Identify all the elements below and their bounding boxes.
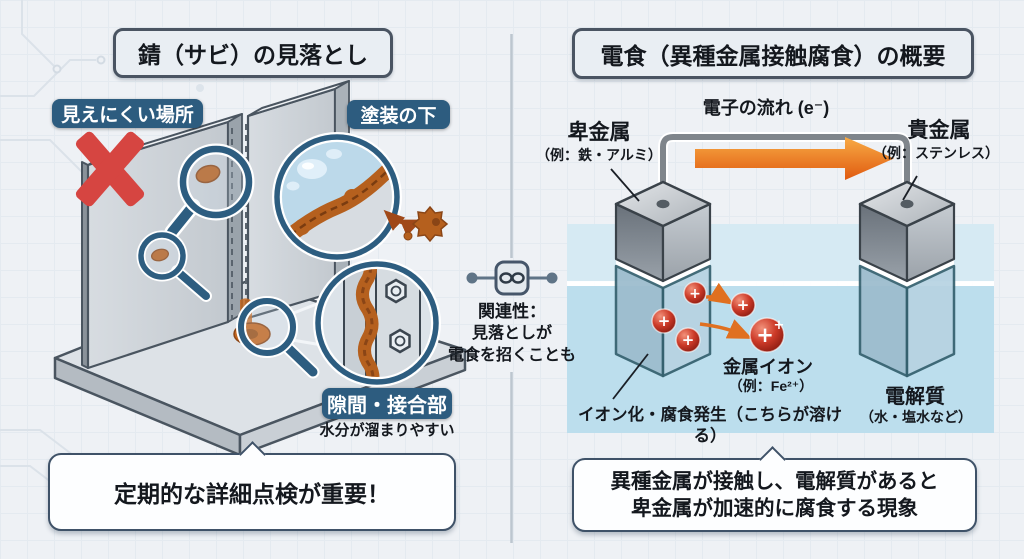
ion-plus-symbol: + <box>737 296 750 314</box>
bolted-joint-inset <box>313 259 441 387</box>
joint-note: 水分が溜まりやすい <box>319 422 455 439</box>
electrolyte-label: 電解質 <box>885 386 945 408</box>
electron-flow-label: 電子の流れ (e⁻) <box>702 98 830 118</box>
noble-metal-label: 貴金属 <box>907 119 971 142</box>
base-metal-label: 卑金属 <box>567 121 631 144</box>
ionization-label: イオン化・腐食発生（こちらが溶ける） <box>578 406 842 445</box>
right-conclusion-banner: 異種金属が接触し、電解質があると 卑金属が加速的に腐食する現象 <box>572 446 977 532</box>
left-banner-text: 定期的な詳細点検が重要！ <box>114 481 390 507</box>
ion-arrows <box>699 282 753 339</box>
connector-line1: 見落としが <box>471 325 552 342</box>
bolt-icon <box>385 278 411 354</box>
right-panel-title: 電食（異種金属接触腐食）の概要 <box>572 28 974 79</box>
connector-heading: 関連性： <box>478 302 546 321</box>
left-panel-title: 錆（サビ）の見落とし <box>113 28 393 78</box>
right-banner-line1: 異種金属が接触し、電解質があると <box>610 470 939 493</box>
badge-under-paint: 塗装の下 <box>347 100 450 129</box>
magnifier-icon-top <box>164 143 255 240</box>
base-metal-block <box>614 180 712 378</box>
badge-joint: 隙間・接合部 <box>322 388 452 419</box>
ion-plus-symbol: + <box>756 323 774 347</box>
ion-plus-symbol: + <box>658 312 671 330</box>
ion-plus-symbol: + <box>682 331 695 349</box>
badge-hidden-spot: 見えにくい場所 <box>52 99 203 128</box>
magnifier-icon-bottom <box>236 296 320 379</box>
electron-flow-arrow <box>695 137 894 180</box>
ion-plus-superscript: + <box>774 318 785 333</box>
connector-line2: 電食を招くことも <box>447 347 576 364</box>
noble-metal-example: （例：ステンレス） <box>873 145 999 161</box>
pointer-lines <box>610 168 918 400</box>
ion-plus-symbol: + <box>689 286 701 302</box>
metal-ion-example: （例：Fe²⁺） <box>728 378 814 394</box>
magnifier-icon-middle <box>136 230 212 302</box>
right-banner-line2: 卑金属が加速的に腐食する現象 <box>631 497 918 520</box>
under-paint-inset <box>272 132 402 262</box>
electrolyte-example: （水・塩水など） <box>860 409 972 425</box>
wire <box>658 132 912 199</box>
connector-note: 関連性： 見落としが 電食を招くことも <box>427 301 597 367</box>
rust-particle <box>383 205 449 243</box>
left-conclusion-banner: 定期的な詳細点検が重要！ <box>48 441 456 531</box>
x-mark-icon <box>75 131 145 207</box>
noble-metal-block <box>858 180 956 378</box>
base-metal-example: （例：鉄・アルミ） <box>536 147 662 163</box>
metal-ion-label: 金属イオン <box>723 357 813 377</box>
chain-link-icon <box>466 260 558 296</box>
metal-ions: + + + + + + <box>651 281 785 353</box>
